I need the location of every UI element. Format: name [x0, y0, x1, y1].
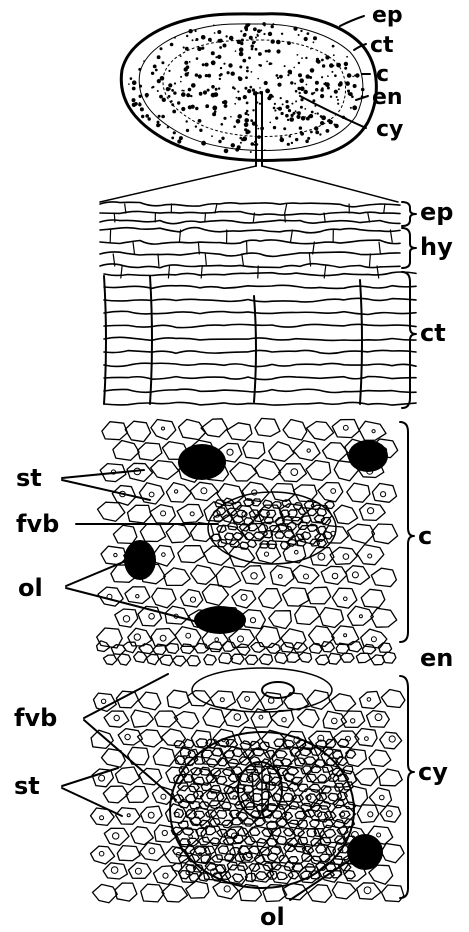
overview-label-en: en	[372, 85, 403, 110]
section-label-ct: ct	[420, 319, 446, 347]
left-label-st-lower: st	[14, 772, 40, 800]
overview-label-cy: cy	[376, 117, 403, 142]
brace-cy	[400, 676, 414, 898]
section-label-cy: cy	[418, 758, 448, 786]
zoom-line-left	[100, 166, 256, 202]
central-cylinder-cells	[91, 690, 405, 903]
oil-duct-1	[178, 444, 226, 480]
zoom-line-right	[262, 166, 398, 202]
oil-duct-5	[347, 834, 383, 870]
enlarged-sector: ep hy ct c en cy st fvb ol fvb st ol	[14, 198, 453, 931]
overview-leader-ep	[340, 16, 364, 26]
brace-ep	[402, 202, 416, 226]
left-label-st-upper: st	[16, 464, 42, 492]
left-label-fvb-upper: fvb	[16, 510, 59, 538]
overview-label-c: c	[376, 62, 389, 87]
leader-ol-upper-2	[66, 588, 198, 622]
leader-st-upper-2	[62, 480, 150, 500]
overview-label-ct: ct	[370, 33, 394, 58]
section-label-ep: ep	[420, 198, 453, 226]
section-label-hy: hy	[420, 233, 453, 261]
brace-hy	[402, 228, 416, 268]
brace-c	[400, 422, 414, 642]
bottom-label-ol: ol	[260, 903, 285, 931]
leader-ol-bottom	[290, 860, 350, 900]
left-label-ol-upper: ol	[18, 574, 43, 602]
oil-duct-2	[348, 440, 388, 472]
hypodermis-cells	[100, 228, 400, 278]
epidermis-cells	[100, 202, 400, 224]
leader-fvb-lower-2	[84, 720, 176, 800]
overview-outline	[121, 14, 376, 161]
overview-cross-section: ep ct c en cy	[100, 3, 403, 202]
oil-duct-4	[194, 606, 246, 634]
collenchyma-cells	[104, 272, 416, 405]
section-label-c: c	[418, 522, 432, 550]
left-label-fvb-lower: fvb	[14, 704, 57, 732]
overview-label-ep: ep	[372, 3, 403, 28]
section-label-en: en	[420, 644, 453, 672]
cortical-vascular-bundle	[208, 492, 336, 564]
